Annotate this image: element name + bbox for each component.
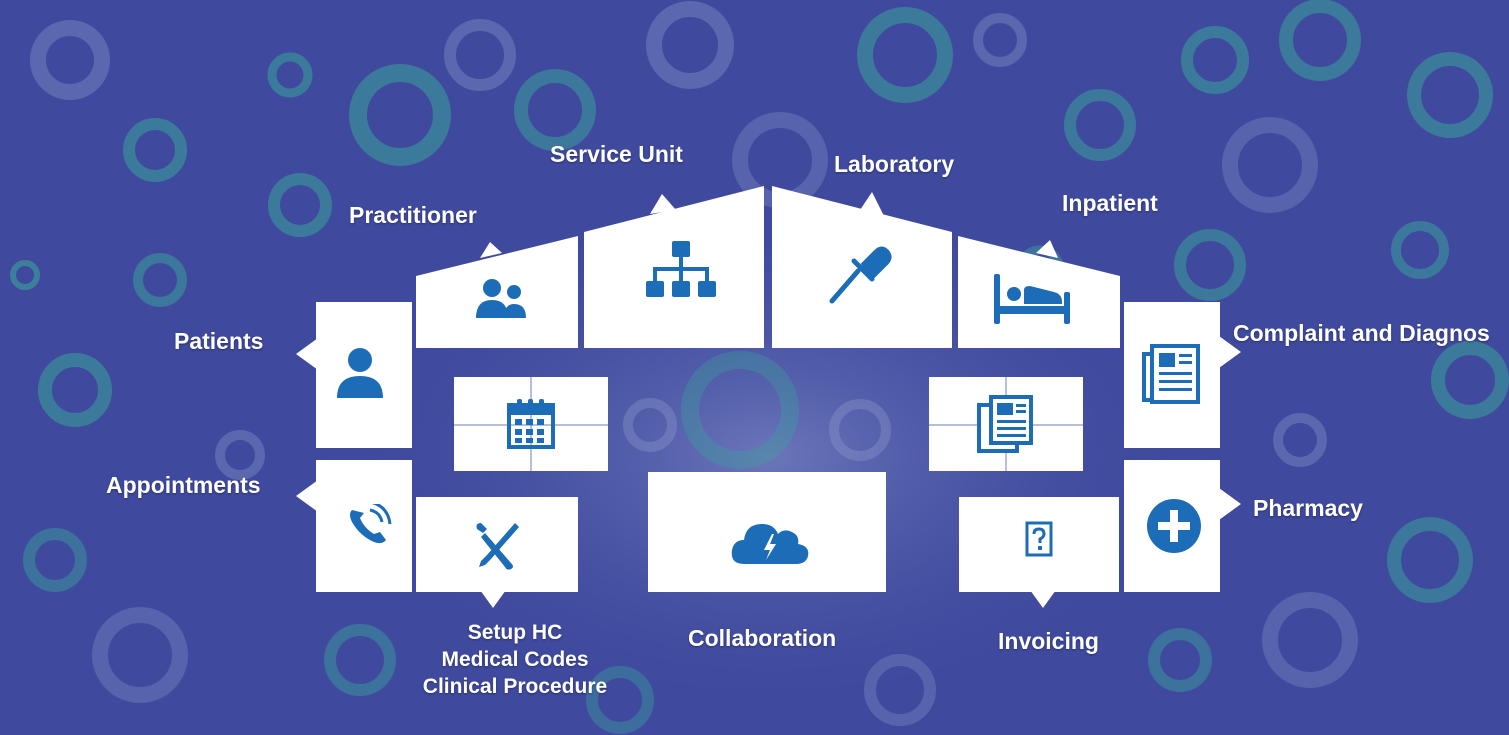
tile-complaint-diagnosis[interactable] bbox=[1124, 302, 1220, 448]
newspaper-icon bbox=[1142, 344, 1200, 404]
tile-collaboration[interactable] bbox=[648, 472, 886, 592]
label-setup-line: Clinical Procedure bbox=[422, 675, 608, 698]
tile-service-unit[interactable] bbox=[584, 186, 764, 348]
plus-circle-icon bbox=[1147, 499, 1201, 553]
label-patients: Patients bbox=[174, 328, 264, 354]
dropper-icon bbox=[829, 246, 892, 304]
tile-laboratory[interactable] bbox=[772, 186, 952, 348]
label-collaboration: Collaboration bbox=[688, 625, 837, 651]
label-service-unit: Service Unit bbox=[550, 141, 683, 167]
phone-call-icon bbox=[350, 504, 392, 544]
cloud-bolt-icon bbox=[731, 524, 809, 564]
calendar-icon bbox=[507, 399, 555, 449]
documents-icon bbox=[977, 395, 1033, 453]
tile-inpatient[interactable] bbox=[958, 236, 1120, 348]
question-file-icon bbox=[1025, 521, 1053, 557]
pointer-setup bbox=[480, 590, 506, 608]
label-pharmacy: Pharmacy bbox=[1253, 495, 1363, 521]
pointer-invoicing bbox=[1030, 590, 1056, 608]
tile-appointments[interactable] bbox=[316, 460, 412, 592]
tile-records[interactable] bbox=[929, 377, 1083, 471]
tile-pharmacy[interactable] bbox=[1124, 460, 1220, 592]
bed-icon bbox=[994, 274, 1070, 324]
label-inpatient: Inpatient bbox=[1062, 190, 1158, 216]
label-appointments: Appointments bbox=[106, 472, 261, 498]
tile-invoicing[interactable] bbox=[959, 497, 1119, 592]
pointer-complaint-diagnosis bbox=[1219, 336, 1241, 368]
pointer-patients bbox=[296, 338, 318, 370]
label-setup: Setup HC Medical Codes Clinical Procedur… bbox=[400, 619, 630, 700]
pointer-appointments bbox=[296, 480, 318, 512]
tile-setup[interactable] bbox=[416, 497, 578, 592]
label-practitioner: Practitioner bbox=[349, 202, 477, 228]
label-setup-line: Setup HC bbox=[467, 621, 563, 644]
label-invoicing: Invoicing bbox=[998, 628, 1099, 654]
label-complaint-diagnosis: Complaint and Diagnos bbox=[1233, 320, 1490, 346]
user-icon bbox=[337, 348, 383, 398]
tile-practitioner[interactable] bbox=[416, 236, 578, 348]
label-laboratory: Laboratory bbox=[834, 151, 955, 177]
org-chart-icon bbox=[646, 241, 716, 297]
tile-calendar[interactable] bbox=[454, 377, 608, 471]
tile-patients[interactable] bbox=[316, 302, 412, 448]
users-icon bbox=[476, 279, 526, 318]
tools-icon bbox=[476, 523, 519, 570]
label-setup-line: Medical Codes bbox=[441, 648, 589, 671]
pointer-pharmacy bbox=[1219, 488, 1241, 520]
